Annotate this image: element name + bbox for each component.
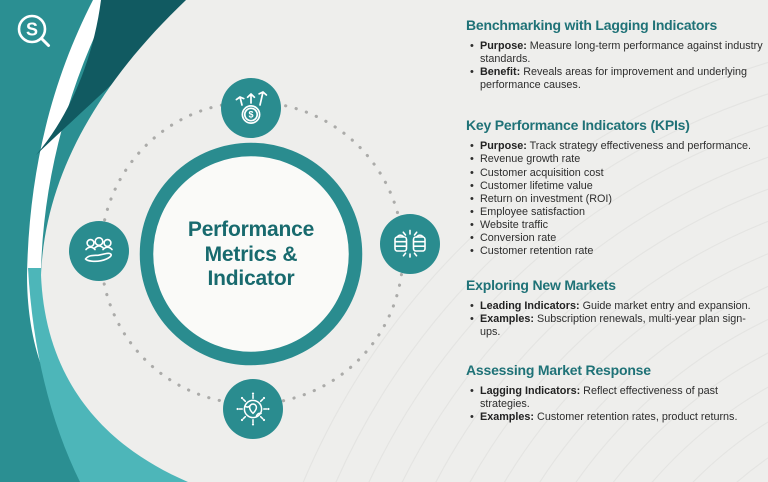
section-bullet-list: Purpose: Measure long-term performance a… [466, 40, 764, 92]
section: Assessing Market ResponseLagging Indicat… [466, 361, 764, 424]
section-heading: Exploring New Markets [466, 277, 616, 294]
bullet-text: Reflect effectiveness of past strategies… [480, 384, 719, 410]
dollar-glyph: $ [248, 110, 253, 120]
bullet-text: Track strategy effectiveness and perform… [526, 140, 752, 153]
section-bullet-list: Leading Indicators: Guide market entry a… [466, 300, 764, 339]
hub-title-line: Performance [187, 217, 315, 241]
financial-growth-icon: $ [221, 78, 281, 138]
section-heading: Benchmarking with Lagging Indicators [466, 17, 718, 33]
bullet-text: Reveals areas for improvement and underl… [480, 66, 748, 92]
bullet-item: Purpose: Measure long-term performance a… [466, 40, 764, 66]
bullet-lead: Examples: [480, 410, 535, 423]
bullet-text: Return on investment (ROI) [480, 192, 613, 205]
bullet-text: Subscription renewals, multi-year plan s… [480, 313, 746, 339]
bullet-item: Purpose: Track strategy effectiveness an… [466, 140, 764, 153]
bullet-text: Conversion rate [480, 232, 557, 245]
section-heading: Key Performance Indicators (KPIs) [466, 117, 690, 134]
bullet-item: Customer acquisition cost [466, 167, 764, 180]
bullet-text: Guide market entry and expansion. [579, 300, 751, 313]
bullet-text: Measure long-term performance against in… [480, 40, 763, 66]
section: Exploring New MarketsLeading Indicators:… [466, 276, 764, 339]
hub-title-line: Metrics & [204, 242, 298, 266]
logo-monogram: S [26, 20, 38, 40]
brand-logo: S [17, 14, 50, 47]
bullet-item: Examples: Subscription renewals, multi-y… [466, 313, 764, 339]
section: Benchmarking with Lagging IndicatorsPurp… [466, 16, 764, 92]
content-column: Benchmarking with Lagging IndicatorsPurp… [466, 16, 764, 424]
team-support-icon [69, 221, 129, 281]
bullet-item: Customer lifetime value [466, 180, 764, 193]
bullet-lead: Purpose: [480, 40, 527, 52]
bullet-text: Website traffic [480, 218, 549, 231]
bullet-item: Lagging Indicators: Reflect effectivenes… [466, 385, 764, 411]
bullet-item: Benefit: Reveals areas for improvement a… [466, 66, 764, 92]
bullet-text: Customer lifetime value [480, 179, 593, 192]
bullet-lead: Benefit: [480, 66, 521, 79]
bullet-text: Employee satisfaction [480, 205, 586, 218]
fist-bump-icon [380, 214, 440, 274]
section-bullet-list: Purpose: Track strategy effectiveness an… [466, 140, 764, 258]
section: Key Performance Indicators (KPIs) Purpose… [466, 116, 764, 258]
magnifier-handle-icon [40, 37, 50, 47]
bullet-text: Customer retention rates, product return… [534, 410, 738, 423]
bullet-text: Revenue growth rate [480, 153, 581, 166]
bullet-item: Employee satisfaction [466, 206, 764, 219]
global-market-icon [223, 379, 283, 439]
bullet-item: Conversion rate [466, 232, 764, 245]
bullet-item: Leading Indicators: Guide market entry a… [466, 300, 764, 313]
bullet-item: Website traffic [466, 219, 764, 232]
bullet-item: Examples: Customer retention rates, prod… [466, 411, 764, 424]
bullet-text: Customer retention rate [480, 245, 594, 258]
bullet-lead: Leading Indicators: [480, 300, 580, 313]
bullet-text: Customer acquisition cost [480, 166, 604, 179]
logo-ring [17, 14, 47, 44]
bullet-lead: Lagging Indicators: [480, 384, 581, 397]
bullet-item: Return on investment (ROI) [466, 193, 764, 206]
section-heading: Assessing Market Response [466, 361, 651, 378]
section-bullet-list: Lagging Indicators: Reflect effectivenes… [466, 385, 764, 424]
bullet-item: Revenue growth rate [466, 153, 764, 166]
hub-ring [139, 142, 363, 366]
bullet-lead: Examples: [480, 313, 535, 326]
hub-title-line: Indicator [207, 267, 295, 291]
spoke-dots [236, 392, 270, 426]
bullet-lead: Purpose: [480, 140, 527, 153]
hub-title: Performance Metrics & Indicator [156, 205, 346, 305]
bullet-item: Customer retention rate [466, 245, 764, 258]
